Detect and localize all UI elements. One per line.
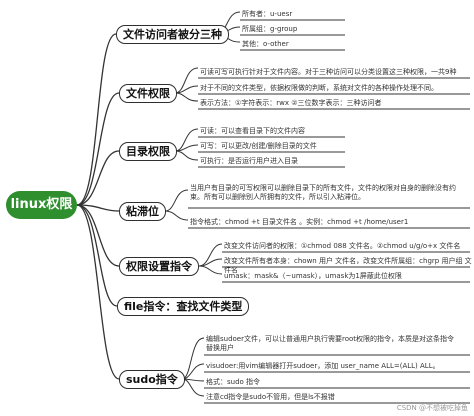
root-node: linux权限: [6, 191, 77, 219]
leaf-dir-read: 可读：可以查看目录下的文件内容: [200, 127, 305, 135]
leaf-sudoer-file: 编辑sudoer文件，可以让普通用户执行需要root权限的指令，本质是对这条指令…: [206, 335, 455, 352]
leaf-file-perm-notation: 表示方法：①字符表示：rwx ②三位数字表示：三种访问者: [200, 99, 382, 107]
leaf-visudo: visudoer:用vim编辑器打开sudoer，添加 user_name AL…: [206, 362, 440, 370]
leaf-sudo-note: 注意cd指令是sudo不管用，但是ls不报错: [206, 393, 335, 401]
branch-sticky-bit: 粘滞位: [119, 202, 166, 221]
branch-permission-commands: 权限设置指令: [119, 257, 199, 276]
leaf-other: 其他：o-other: [242, 40, 289, 48]
leaf-sticky-syntax: 指令格式：chmod +t 目录文件名 。实例：chmod +t /home/u…: [190, 218, 409, 226]
leaf-file-perm-types: 对于不同的文件类型，依据权限做的判断，系统对文件的各种操作处理不同。: [200, 84, 438, 92]
leaf-file-perm-rwx: 可读可写可执行针对于文件内容。对于三种访问可以分类设置这三种权限，一共9种: [200, 68, 457, 76]
branch-file-access: 文件访问者被分三种: [116, 25, 229, 44]
leaf-chown-chgrp: 改变文件所有者本身：chown 用户 文件名，改变文件所属组：chgrp 用户组…: [224, 257, 472, 274]
leaf-owner: 所有者：u-uesr: [242, 10, 293, 18]
leaf-umask: umask：mask&（~umask），umask为1屏蔽此位权限: [224, 272, 402, 280]
leaf-group: 所属组：g-group: [242, 25, 298, 33]
branch-directory-permissions: 目录权限: [119, 142, 177, 161]
branch-sudo-command: sudo指令: [119, 370, 185, 389]
branch-file-command: file指令：查找文件类型: [117, 297, 250, 316]
leaf-chmod: 改变文件访问者的权限：①chmod 088 文件名。②chmod u/g/o+x…: [224, 242, 461, 250]
leaf-dir-execute: 可执行：是否运行用户进入目录: [200, 157, 298, 165]
leaf-sticky-reason: 当用户有目录的可写权限可以删除目录下的所有文件，文件的权限对自身的删除没有约束。…: [190, 184, 456, 201]
leaf-dir-write: 可写：可以更改/创建/删除目录的文件: [200, 142, 317, 150]
branch-file-permissions: 文件权限: [119, 84, 177, 103]
watermark: CSDN @不想被吃掉鱼: [396, 404, 468, 412]
leaf-sudo-format: 格式：sudo 指令: [206, 378, 261, 386]
